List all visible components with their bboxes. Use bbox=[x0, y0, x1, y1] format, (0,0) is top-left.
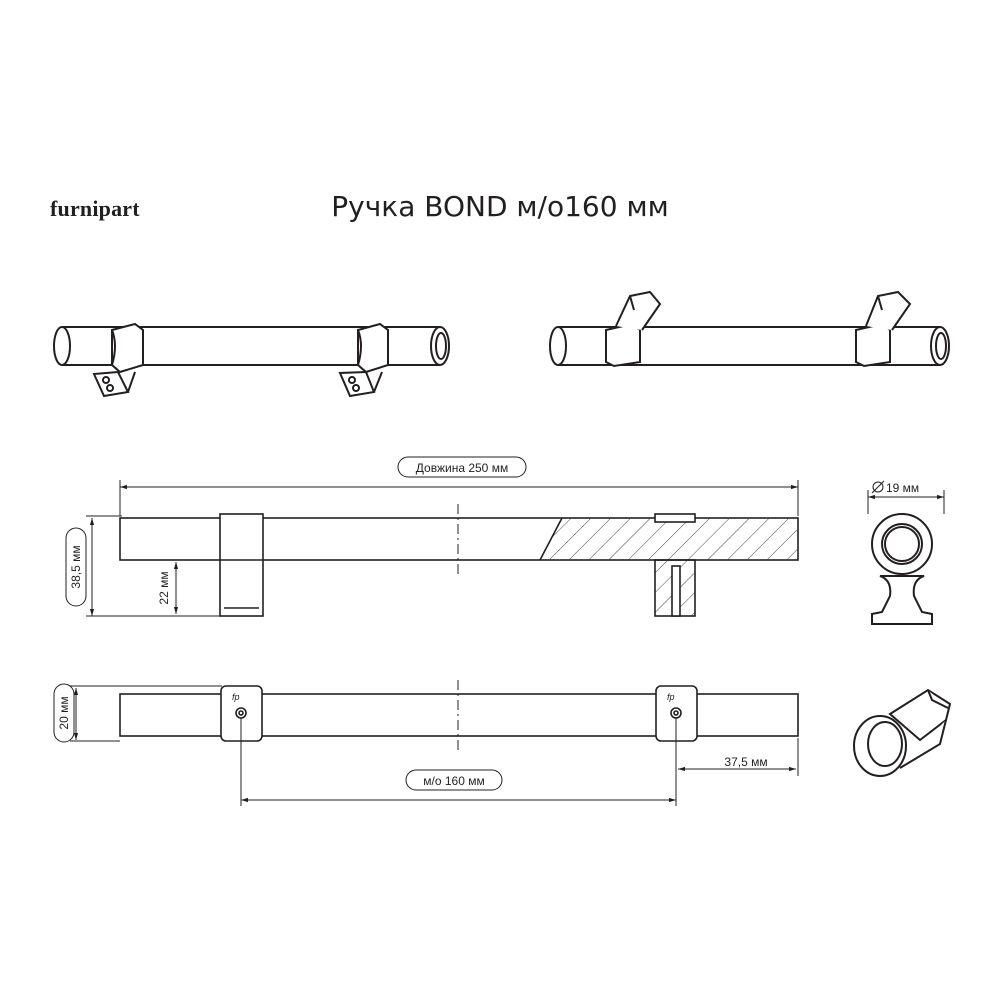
height-label: 38,5 мм bbox=[69, 545, 83, 588]
bracket-left bbox=[92, 322, 144, 398]
dimension-height bbox=[65, 515, 222, 617]
dimension-diameter bbox=[867, 480, 945, 514]
length-label: Довжина 250 мм bbox=[416, 461, 508, 475]
diameter-label: 19 мм bbox=[886, 481, 919, 495]
brand-logo: furnipart bbox=[50, 196, 140, 221]
bracket-right bbox=[338, 322, 389, 398]
mount-height-label: 22 мм bbox=[157, 571, 171, 604]
profile-foot bbox=[871, 575, 933, 625]
dimension-end-offset bbox=[678, 738, 799, 776]
end-offset-label: 37,5 мм bbox=[724, 755, 767, 769]
perspective-view-back bbox=[549, 290, 950, 368]
side-view bbox=[119, 504, 799, 617]
dimension-length bbox=[119, 456, 799, 516]
top-view bbox=[119, 680, 799, 752]
width-label: 20 мм bbox=[57, 696, 71, 729]
dimension-center-distance bbox=[240, 718, 677, 806]
rod-end-left bbox=[53, 326, 71, 366]
profile-3d-ring bbox=[853, 715, 907, 777]
drawing-title: Ручка BOND м/о160 мм bbox=[331, 190, 669, 223]
mount-left bbox=[219, 513, 264, 617]
dimension-width bbox=[53, 683, 222, 743]
profile-view bbox=[871, 513, 933, 625]
dimension-mount-height bbox=[170, 559, 222, 614]
bracket-up-left bbox=[605, 290, 662, 368]
mark-right: fp bbox=[667, 692, 675, 702]
bracket-up-right bbox=[855, 290, 912, 368]
section-hatch bbox=[540, 518, 798, 560]
profile-ring-outer bbox=[871, 513, 933, 575]
perspective-view-front bbox=[53, 322, 450, 398]
center-distance-label: м/о 160 мм bbox=[423, 774, 484, 788]
profile-3d-view bbox=[853, 688, 952, 777]
mark-left: fp bbox=[232, 692, 240, 702]
rod-end-right bbox=[430, 326, 450, 366]
